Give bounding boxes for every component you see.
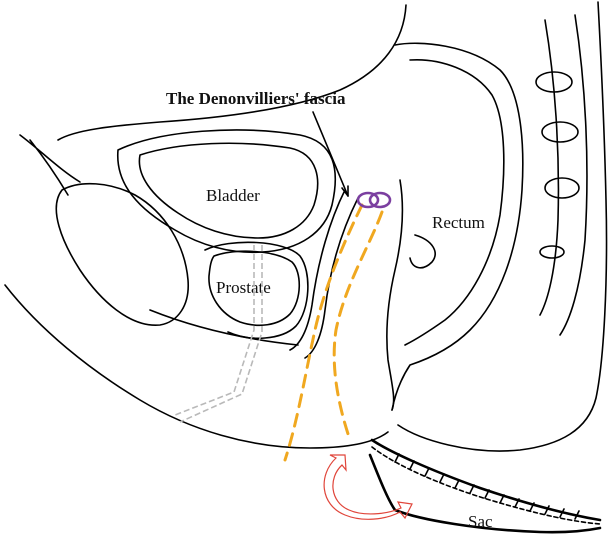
urethra-right [180,245,262,422]
sacrum-front [540,20,558,315]
prostate: Prostate [205,242,308,338]
sacral-segment-3 [545,178,579,198]
rectum-fold [410,235,435,268]
outer-back-contour [398,2,607,451]
fascia-title: The Denonvilliers' fascia [166,89,346,108]
fascia-band [290,190,358,358]
sacral-segment-2 [542,122,578,142]
dissection-line-anterior [285,205,362,460]
sac-tube: Sac [370,440,600,532]
pelvic-floor-line [150,310,298,345]
sac-upper-wall [372,440,600,520]
pubic-bone-outline [56,184,188,326]
upper-abdomen-contour [58,5,406,140]
rings-icon [358,193,390,207]
body-outline [5,2,607,451]
pubic-bone [20,135,298,345]
urethra [175,245,262,422]
sacrum-back [560,15,587,335]
sac-label: Sac [468,512,493,531]
rectum-inner-wall [405,60,504,345]
ring-right [370,193,390,207]
perineum-contour [5,285,388,448]
bladder: Bladder [118,130,336,252]
sacral-segment-4 [540,246,564,258]
sacrum [536,15,587,335]
dissection-line-posterior [334,212,382,440]
bladder-label: Bladder [206,186,260,205]
fascia-annotation: The Denonvilliers' fascia [166,89,348,196]
rectum-label: Rectum [432,213,485,232]
rectum: Rectum [387,43,523,410]
rectum-anterior-wall [387,180,403,410]
